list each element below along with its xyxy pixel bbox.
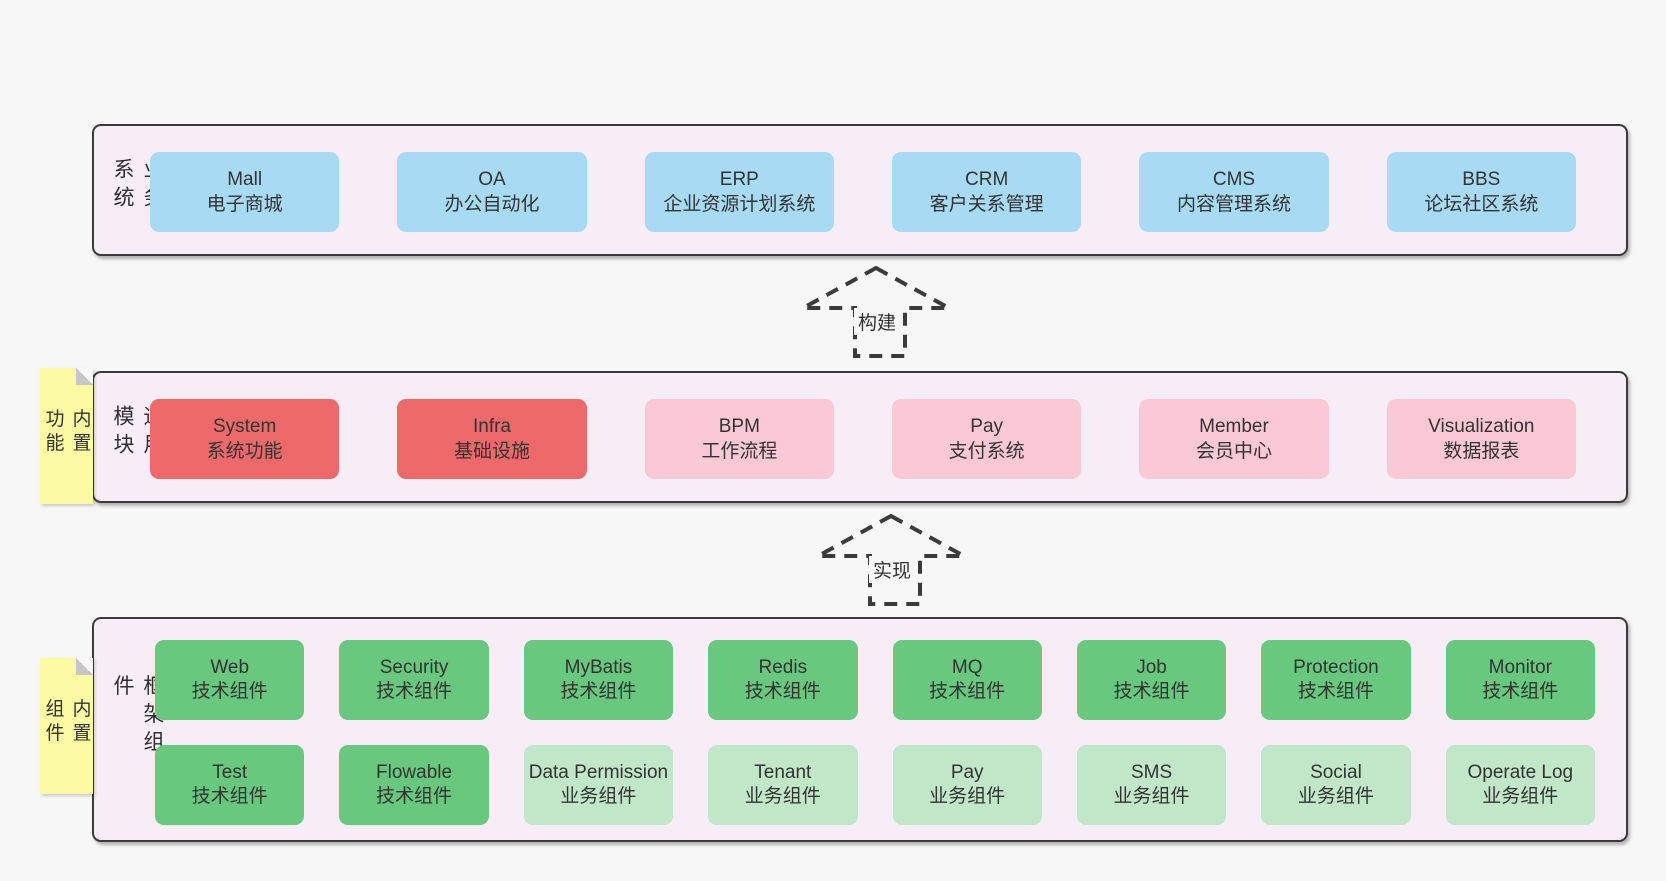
box-title-en: SMS [1130,762,1173,783]
box-title-en: Operate Log [1467,762,1574,783]
sticky-note-built-in-features: 内置功能 [40,368,93,504]
box-title-en: ERP [719,169,759,190]
box-title-zh: 技术组件 [560,681,637,702]
sticky-note-text: 内置功能 [42,408,91,457]
box-title-en: Monitor [1488,657,1552,678]
framework-component-box: Operate Log 业务组件 [1445,745,1595,825]
box-title-en: Visualization [1428,416,1535,437]
module-box-row: System 系统功能 Infra 基础设施 BPM 工作流程 Pay 支付系统 [94,399,1626,479]
box-title-zh: 基础设施 [453,441,530,462]
module-box: Visualization 数据报表 [1386,399,1576,479]
business-system-box: ERP 企业资源计划系统 [644,152,834,232]
box-title-en: Mall [227,169,263,190]
framework-component-box: Flowable 技术组件 [339,745,489,825]
module-box: System 系统功能 [150,399,340,479]
box-title-en: Flowable [376,762,453,783]
box-title-en: Member [1199,416,1269,437]
module-box: Infra 基础设施 [397,399,587,479]
layer-business-systems: 业务系统 Mall 电子商城 OA 办公自动化 ERP 企业资源计划系统 [92,124,1628,256]
box-title-zh: 客户关系管理 [929,194,1044,215]
box-title-en: Infra [472,416,511,437]
box-title-zh: 业务组件 [1482,786,1559,807]
framework-component-box: Protection 技术组件 [1261,640,1411,720]
box-title-zh: 技术组件 [744,681,821,702]
box-title-zh: 内容管理系统 [1176,194,1291,215]
business-box-row: Mall 电子商城 OA 办公自动化 ERP 企业资源计划系统 CRM 客户关系… [94,152,1626,232]
layer-framework-components: 框架组件 Web 技术组件 Security 技术组件 MyBatis 技术组件 [92,617,1628,842]
box-title-en: CMS [1212,169,1256,190]
framework-component-box: Monitor 技术组件 [1445,640,1595,720]
box-title-zh: 办公自动化 [444,194,540,215]
box-title-zh: 数据报表 [1443,441,1520,462]
framework-component-box: Redis 技术组件 [708,640,858,720]
sticky-note-text: 内置组件 [42,698,91,747]
framework-component-box: Test 技术组件 [155,745,305,825]
box-title-zh: 电子商城 [206,194,283,215]
box-title-en: Job [1136,657,1167,678]
business-system-box: OA 办公自动化 [397,152,587,232]
business-system-box: BBS 论坛社区系统 [1386,152,1576,232]
box-title-zh: 技术组件 [376,681,453,702]
box-title-en: Protection [1293,657,1379,678]
box-title-zh: 技术组件 [376,786,453,807]
framework-component-box: Data Permission 业务组件 [523,745,674,825]
box-title-en: Test [212,762,248,783]
implement-arrow-label: 实现 [869,556,915,583]
box-title-zh: 技术组件 [1297,681,1374,702]
box-title-zh: 业务组件 [1297,786,1374,807]
box-title-en: BBS [1462,169,1501,190]
box-title-en: Data Permission [528,762,669,783]
box-title-en: Security [379,657,449,678]
box-title-en: BPM [718,416,760,437]
box-title-en: Pay [950,762,984,783]
framework-component-box: Security 技术组件 [339,640,489,720]
box-title-zh: 工作流程 [701,441,778,462]
framework-component-box: Job 技术组件 [1076,640,1227,720]
framework-component-box: SMS 业务组件 [1076,745,1227,825]
box-title-zh: 业务组件 [744,786,821,807]
box-title-zh: 企业资源计划系统 [663,194,816,215]
box-title-zh: 业务组件 [560,786,637,807]
business-system-box: CRM 客户关系管理 [891,152,1082,232]
box-title-en: Pay [970,416,1004,437]
framework-component-box: Social 业务组件 [1261,745,1411,825]
box-title-zh: 支付系统 [948,441,1025,462]
box-title-en: System [212,416,277,437]
box-title-zh: 会员中心 [1195,441,1272,462]
module-box: Pay 支付系统 [891,399,1082,479]
box-title-zh: 技术组件 [1113,681,1190,702]
box-title-zh: 技术组件 [191,681,268,702]
box-title-zh: 技术组件 [191,786,268,807]
framework-component-box: Tenant 业务组件 [708,745,858,825]
component-box-row-2: Test 技术组件 Flowable 技术组件 Data Permission … [94,745,1626,825]
note-fold-corner-icon [76,658,93,675]
box-title-en: CRM [965,169,1009,190]
box-title-en: OA [478,169,506,190]
box-title-en: Social [1310,762,1362,783]
business-system-box: Mall 电子商城 [150,152,340,232]
module-box: Member 会员中心 [1139,399,1329,479]
box-title-zh: 系统功能 [206,441,283,462]
framework-component-box: MyBatis 技术组件 [523,640,674,720]
business-system-box: CMS 内容管理系统 [1139,152,1329,232]
framework-component-box: MQ 技术组件 [892,640,1042,720]
note-fold-corner-icon [76,368,93,385]
box-title-zh: 技术组件 [929,681,1006,702]
box-title-en: Tenant [754,762,812,783]
layer-common-modules: 通用模块 System 系统功能 Infra 基础设施 BPM 工作流程 [92,371,1628,503]
framework-component-box: Web 技术组件 [155,640,305,720]
box-title-zh: 业务组件 [1113,786,1190,807]
sticky-note-built-in-components: 内置组件 [40,658,93,794]
box-title-zh: 业务组件 [929,786,1006,807]
box-title-zh: 技术组件 [1482,681,1559,702]
box-title-zh: 论坛社区系统 [1424,194,1539,215]
build-arrow-label: 构建 [854,308,900,335]
component-box-row-1: Web 技术组件 Security 技术组件 MyBatis 技术组件 Redi… [94,640,1626,720]
module-box: BPM 工作流程 [644,399,834,479]
framework-component-box: Pay 业务组件 [892,745,1042,825]
box-title-en: Web [210,657,250,678]
box-title-en: MyBatis [564,657,633,678]
box-title-en: MQ [951,657,983,678]
box-title-en: Redis [758,657,808,678]
